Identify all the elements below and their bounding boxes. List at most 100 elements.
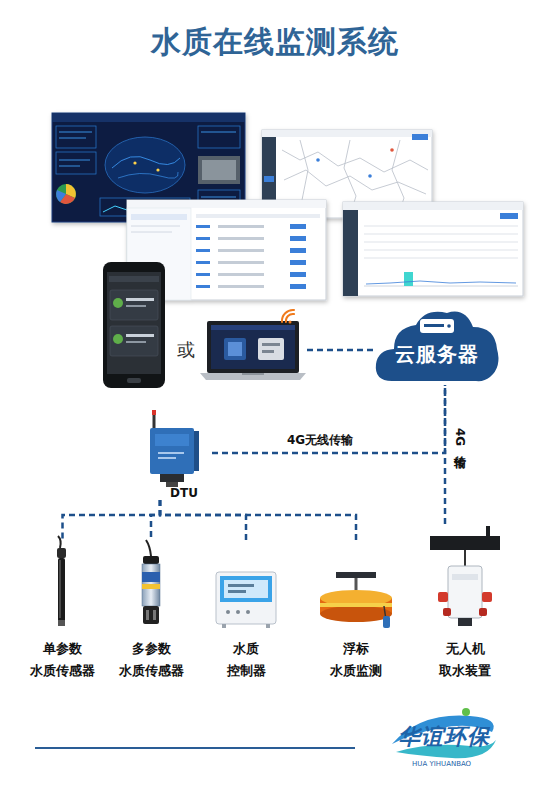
- dashboard-screen: [198, 156, 240, 184]
- logo-text: 华谊环保: [398, 722, 490, 752]
- chart-screen: [343, 202, 523, 210]
- dtu-device: [155, 434, 189, 446]
- laptop-icon: [200, 321, 306, 380]
- footer-rule: [35, 748, 355, 749]
- chart-screen: [500, 213, 518, 219]
- laptop-icon: [262, 343, 280, 346]
- laptop-icon: [228, 342, 242, 356]
- dashed-connector: [444, 385, 447, 524]
- drone-sampler-icon: [452, 574, 478, 580]
- multi-sensor-icon: [143, 606, 159, 624]
- chart-screen: [343, 210, 358, 296]
- node-text: 无人机 取水装置: [397, 638, 533, 682]
- chart-screen: [364, 226, 518, 227]
- multi-sensor-icon: [153, 610, 156, 620]
- map-screen: [390, 148, 394, 152]
- chart-screen: [366, 281, 516, 284]
- multi-sensor-icon: [142, 540, 160, 624]
- list-rows: [218, 285, 264, 288]
- list-rows: [196, 273, 210, 276]
- dtu-device: [150, 410, 199, 487]
- dtu-box: DTU: [140, 406, 212, 500]
- diagram-title: 水质在线监测系统: [0, 22, 550, 63]
- controller-icon: [228, 590, 246, 593]
- drone-sampler-icon: [482, 592, 492, 602]
- dashboard-screen: [133, 161, 136, 164]
- list-rows: [196, 237, 210, 240]
- dashboard-screen: [56, 126, 96, 148]
- phone-icon: [110, 326, 158, 356]
- multi-sensor-icon: [142, 572, 160, 582]
- dashboard-screen: [59, 160, 90, 161]
- drone-sampler-icon: [430, 536, 500, 550]
- drone-sampler-icon: [458, 618, 472, 626]
- list-rows: [290, 236, 306, 241]
- controller-icon: [220, 576, 272, 602]
- phone-icon: [103, 262, 165, 388]
- laptop-icon: [207, 321, 299, 373]
- list-rows: [218, 225, 264, 228]
- node-text: 单参数 水质传感器: [0, 638, 125, 682]
- chart-screen: [364, 286, 518, 287]
- list-rows: [196, 261, 210, 264]
- logo-subtext: HUA YIHUANBAO: [412, 760, 471, 768]
- drone-sampler-icon: [448, 566, 482, 618]
- laptop-icon: [200, 373, 306, 380]
- dashboard-screen: [156, 168, 159, 171]
- list-rows: [196, 285, 210, 288]
- dashboard-screen: [201, 132, 236, 133]
- dtu-device: [158, 457, 176, 459]
- phone-icon: [126, 305, 146, 307]
- dashboard-screen: [56, 184, 76, 204]
- single-sensor-icon: [58, 620, 65, 626]
- controller-icon: [216, 572, 276, 628]
- wifi-symbol: [289, 321, 292, 324]
- map-screen: [264, 176, 274, 182]
- logo-mark: [392, 708, 496, 758]
- server-symbol: [447, 324, 451, 328]
- list-rows: [290, 260, 306, 265]
- phone-icon: [103, 262, 165, 388]
- drone-sampler-icon: [430, 526, 500, 626]
- list-rows: [196, 249, 210, 252]
- phone-icon: [113, 334, 123, 344]
- drone-sampler-icon: [464, 550, 466, 566]
- single-sensor-icon: [58, 558, 65, 622]
- laptop-icon: [262, 350, 274, 353]
- wifi-symbol: [282, 310, 294, 322]
- drone-sampler-icon: [438, 592, 448, 602]
- multi-sensor-icon: [146, 540, 151, 556]
- multi-sensor-icon: [143, 556, 159, 564]
- dtu-device: [158, 452, 184, 454]
- chart-screen: [364, 242, 518, 243]
- buoy-icon: [320, 572, 392, 628]
- phone-icon: [126, 341, 146, 343]
- dashed-connector: [151, 500, 160, 540]
- list-rows: [196, 214, 320, 289]
- server-symbol: [424, 324, 444, 327]
- terminal-group: 或: [97, 258, 307, 394]
- laptop-icon: [258, 338, 284, 360]
- buoy-icon: [383, 616, 390, 628]
- single-sensor-icon: [59, 560, 61, 618]
- laptop-icon: [211, 325, 295, 330]
- buoy-icon: [320, 603, 392, 607]
- dtu-device: [194, 431, 199, 471]
- single-sensor-icon: [57, 536, 66, 626]
- buoy-device: 浮标 水质监测: [315, 540, 397, 682]
- edge-label: 4G传输: [451, 428, 468, 446]
- phone-icon: [127, 378, 141, 383]
- logo-mark: [462, 708, 470, 716]
- chart-screen: [343, 202, 523, 296]
- list-rows: [290, 224, 306, 229]
- node-text: DTU: [140, 486, 212, 500]
- dashboard-screen: [201, 197, 236, 198]
- controller-icon: [222, 624, 226, 628]
- phone-icon: [113, 298, 123, 308]
- dashboard-screen: [105, 137, 185, 193]
- dtu-device: [160, 474, 184, 482]
- map-screen: [262, 130, 432, 137]
- node-text: 多参数 水质传感器: [87, 638, 215, 682]
